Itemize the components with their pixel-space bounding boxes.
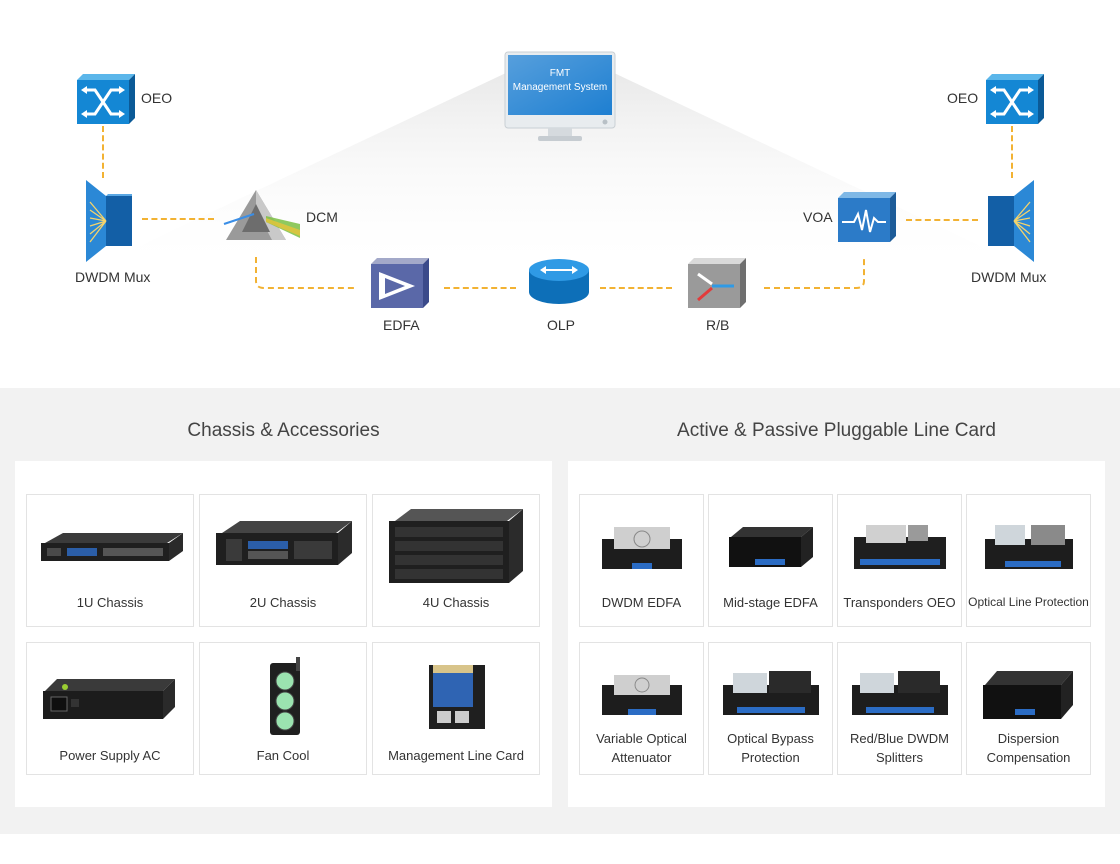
line-card-icon (854, 525, 946, 569)
product-card-mid-stage-edfa[interactable]: Mid-stage EDFA (708, 494, 833, 627)
link-olp-rb (600, 287, 672, 289)
edfa-amplifier-icon (371, 258, 429, 308)
link-oeo-right (1011, 126, 1013, 178)
card-label: DWDM EDFA (601, 595, 682, 610)
dcm-label: DCM (306, 209, 338, 225)
card-label: Red/Blue DWDM Splitters (850, 731, 949, 765)
dwdm-mux-icon (84, 180, 134, 262)
management-card-icon (429, 665, 485, 729)
card-label: Optical Bypass Protection (727, 731, 814, 765)
4u-chassis-icon (389, 509, 523, 583)
2u-chassis-icon (216, 521, 352, 565)
network-diagram: FMT Management System OEO OEO (0, 0, 1120, 388)
product-card-2u-chassis[interactable]: 2U Chassis (199, 494, 367, 627)
link-voa-mux (906, 219, 978, 221)
card-label: Transponders OEO (843, 595, 956, 610)
product-card-1u-chassis[interactable]: 1U Chassis (26, 494, 194, 627)
card-label: Dispersion Compensation (986, 731, 1071, 765)
product-card-red-blue-splitters[interactable]: Red/Blue DWDM Splitters (837, 642, 962, 775)
line-card-icon (602, 675, 682, 715)
voa-label: VOA (803, 209, 833, 225)
olp-label: OLP (547, 317, 576, 333)
line-card-icon (985, 525, 1073, 569)
olp-icon (528, 258, 590, 306)
product-card-fan[interactable]: Fan Cool (199, 642, 367, 775)
1u-chassis-icon (41, 533, 183, 561)
linecard-panel: DWDM EDFA Mid-stage EDFA Transponders OE… (568, 461, 1105, 807)
card-label: 4U Chassis (422, 595, 490, 610)
oeo-switch-icon (77, 74, 135, 124)
voa-icon (838, 192, 896, 242)
line-card-icon (729, 527, 813, 567)
line-card-icon (602, 527, 682, 569)
card-label: Management Line Card (388, 748, 524, 763)
rb-label: R/B (706, 317, 730, 333)
link-oeo-left (102, 126, 104, 178)
mux-left-label: DWDM Mux (75, 269, 151, 285)
power-supply-icon (43, 679, 175, 719)
chassis-panel: 1U Chassis 2U Chassis (15, 461, 552, 807)
product-card-optical-bypass[interactable]: Optical Bypass Protection (708, 642, 833, 775)
link-mux-dcm (142, 218, 214, 220)
line-card-icon (852, 671, 948, 715)
link-dcm-edfa (255, 257, 354, 289)
mux-right-label: DWDM Mux (971, 269, 1047, 285)
dwdm-mux-icon (986, 180, 1036, 262)
product-card-voa[interactable]: Variable Optical Attenuator (579, 642, 704, 775)
product-card-optical-line-protection[interactable]: Optical Line Protection (966, 494, 1091, 627)
link-rb-voa (764, 257, 865, 289)
card-label: 2U Chassis (249, 595, 317, 610)
chassis-section-title: Chassis & Accessories (187, 420, 380, 441)
dcm-prism-icon (222, 188, 302, 244)
product-card-transponders-oeo[interactable]: Transponders OEO (837, 494, 962, 627)
line-card-icon (723, 671, 819, 715)
product-card-management-card[interactable]: Management Line Card (372, 642, 540, 775)
line-card-icon (983, 671, 1073, 719)
beam-background (110, 72, 1010, 260)
red-blue-splitter-icon (688, 258, 746, 308)
link-edfa-olp (444, 287, 516, 289)
card-label: Power Supply AC (59, 748, 161, 763)
product-section: Chassis & Accessories Active & Passive P… (0, 388, 1120, 834)
card-label: Mid-stage EDFA (723, 595, 818, 610)
product-card-dwdm-edfa[interactable]: DWDM EDFA (579, 494, 704, 627)
card-label: Fan Cool (256, 748, 310, 763)
management-system-title: FMT (549, 68, 571, 79)
fan-icon (270, 657, 300, 735)
edfa-label: EDFA (383, 317, 420, 333)
card-label: Variable Optical Attenuator (596, 731, 687, 765)
card-label: Optical Line Protection (968, 595, 1089, 609)
product-card-dispersion-compensation[interactable]: Dispersion Compensation (966, 642, 1091, 775)
oeo-left-label: OEO (141, 90, 173, 106)
oeo-switch-icon (986, 74, 1044, 124)
card-label: 1U Chassis (76, 595, 144, 610)
management-system-subtitle: Management System (512, 82, 608, 93)
oeo-right-label: OEO (947, 90, 979, 106)
linecard-section-title: Active & Passive Pluggable Line Card (677, 420, 996, 441)
product-card-power-supply[interactable]: Power Supply AC (26, 642, 194, 775)
product-card-4u-chassis[interactable]: 4U Chassis (372, 494, 540, 627)
management-monitor-icon: FMT Management System (504, 50, 616, 142)
